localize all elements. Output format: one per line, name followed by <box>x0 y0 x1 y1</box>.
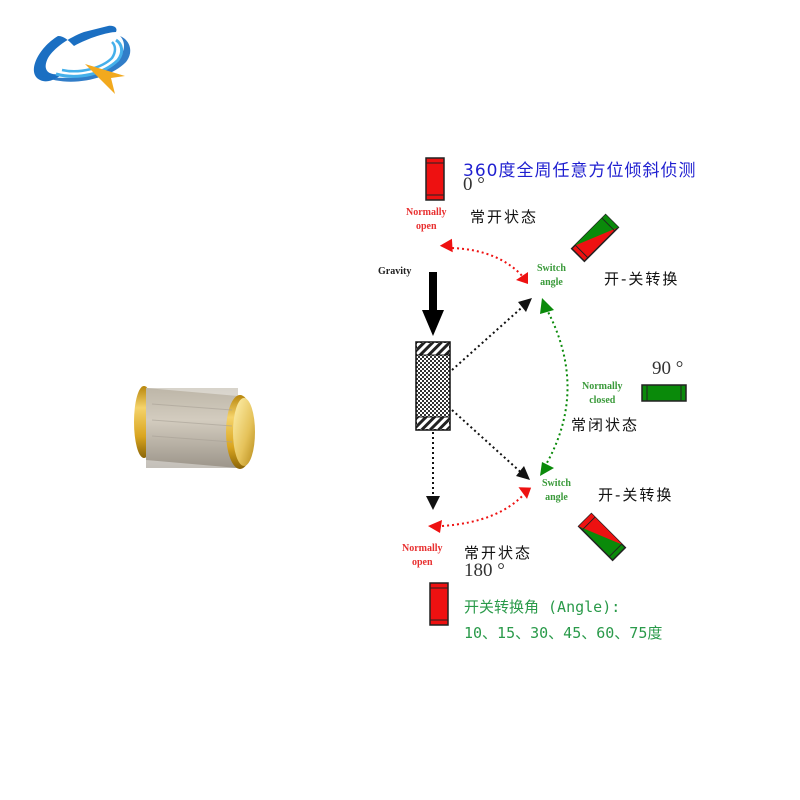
switch-90deg-icon <box>641 384 687 402</box>
degree-180: 180 ° <box>464 560 505 581</box>
brand-logo <box>18 18 138 98</box>
black-dotted-arrows <box>432 301 529 498</box>
normally-open-bottom-label: Normally open <box>402 543 443 568</box>
degree-90: 90 ° <box>652 358 684 379</box>
angle-title: 开关转换角 (Angle): <box>464 598 621 616</box>
tilt-switch-diagram: 360度全周任意方位倾斜侦测 0 ° Normally open 常开状态 Gr… <box>360 150 720 650</box>
red-dotted-arcs <box>441 247 527 527</box>
degree-0: 0 ° <box>463 174 485 195</box>
green-dotted-arc <box>543 307 569 469</box>
tilt-switch-product-image <box>120 370 270 480</box>
gravity-arrow-icon <box>422 272 444 336</box>
normally-open-bottom-cn: 常开状态 <box>464 544 533 562</box>
switch-lower-cn: 开-关转换 <box>598 486 674 504</box>
switch-upper-tilted-icon <box>570 213 620 263</box>
diagram-graphics <box>415 157 687 626</box>
normally-closed-cn: 常闭状态 <box>571 416 640 434</box>
switch-180deg-icon <box>429 582 449 626</box>
switch-angle-upper-label: Switch angle <box>537 263 566 288</box>
switch-upper-cn: 开-关转换 <box>604 270 680 288</box>
switch-0deg-icon <box>425 157 445 201</box>
gravity-label: Gravity <box>378 266 412 277</box>
normally-open-top-cn: 常开状态 <box>470 208 539 226</box>
switch-angle-lower-label: Switch angle <box>542 478 571 503</box>
angle-values: 10、15、30、45、60、75度 <box>464 624 663 642</box>
switch-lower-tilted-icon <box>577 512 627 562</box>
globe-orbit-arrow-logo-icon <box>33 25 131 94</box>
tilt-switch-cylinder-icon <box>134 386 255 469</box>
normally-open-top-label: Normally open <box>406 207 447 232</box>
sensor-body-icon <box>415 341 451 431</box>
normally-closed-label: Normally closed <box>582 381 623 406</box>
diagram-title: 360度全周任意方位倾斜侦测 <box>463 161 697 181</box>
